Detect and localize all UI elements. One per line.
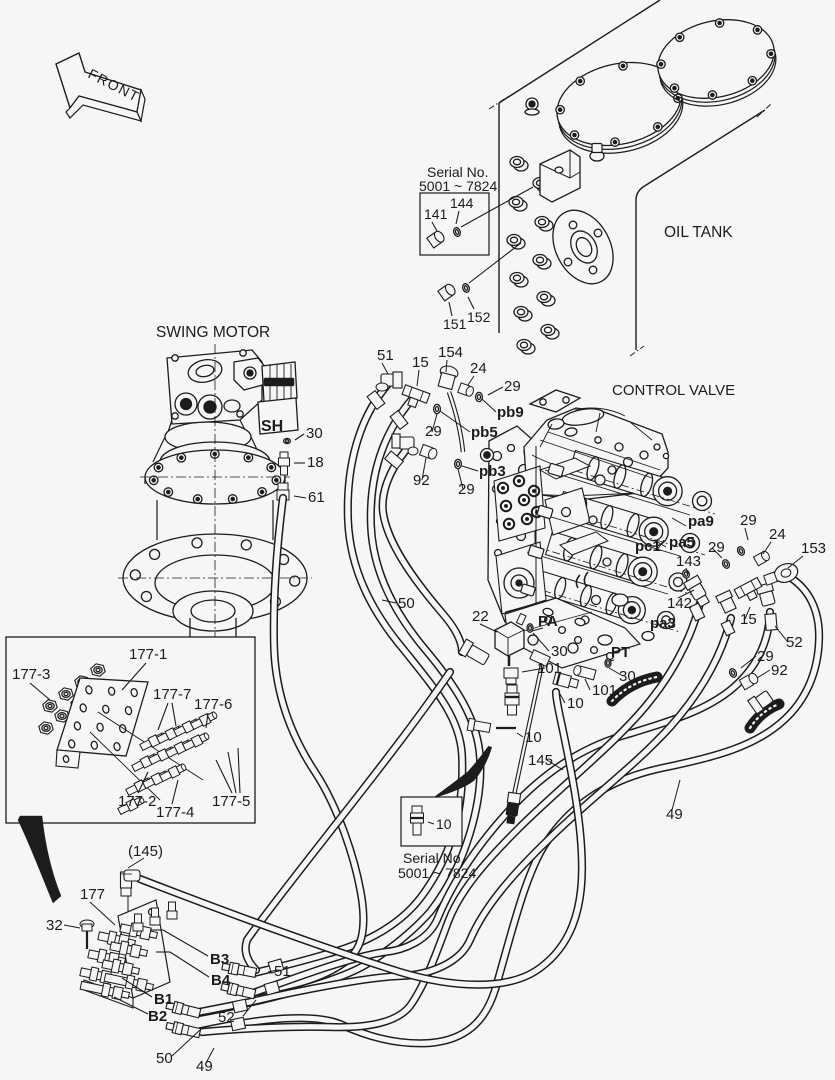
svg-text:92: 92 <box>413 472 430 489</box>
svg-text:29: 29 <box>757 648 774 665</box>
svg-text:pa3: pa3 <box>650 615 676 632</box>
svg-text:pa5: pa5 <box>669 534 695 551</box>
svg-text:B4: B4 <box>211 972 231 989</box>
svg-text:(145): (145) <box>128 843 163 860</box>
svg-text:52: 52 <box>786 634 803 651</box>
svg-text:29: 29 <box>740 512 757 529</box>
svg-text:Serial No.: Serial No. <box>427 164 488 180</box>
svg-text:30: 30 <box>619 668 636 685</box>
svg-text:32: 32 <box>46 917 63 934</box>
svg-text:pa9: pa9 <box>688 513 714 530</box>
svg-text:B2: B2 <box>148 1008 167 1025</box>
svg-text:143: 143 <box>676 553 701 570</box>
svg-text:22: 22 <box>472 608 489 625</box>
svg-text:145: 145 <box>528 752 553 769</box>
svg-text:29: 29 <box>504 378 521 395</box>
svg-text:177-7: 177-7 <box>153 686 191 703</box>
svg-text:153: 153 <box>801 540 826 557</box>
svg-text:30: 30 <box>551 643 568 660</box>
svg-text:177-2: 177-2 <box>118 793 156 810</box>
svg-text:30: 30 <box>306 425 323 442</box>
svg-text:Serial No.: Serial No. <box>403 850 464 866</box>
svg-text:15: 15 <box>740 611 757 628</box>
svg-text:50: 50 <box>398 595 415 612</box>
svg-text:5001 ~ 7824: 5001 ~ 7824 <box>419 178 497 194</box>
svg-text:pb3: pb3 <box>479 463 506 480</box>
svg-text:144: 144 <box>450 195 474 211</box>
svg-text:29: 29 <box>425 423 442 440</box>
svg-text:B3: B3 <box>210 951 229 968</box>
svg-text:pc1: pc1 <box>635 538 661 555</box>
svg-text:18: 18 <box>307 454 324 471</box>
svg-text:OIL TANK: OIL TANK <box>664 224 733 241</box>
svg-text:92: 92 <box>771 662 788 679</box>
svg-text:141: 141 <box>424 206 448 222</box>
svg-text:10: 10 <box>525 729 542 746</box>
svg-text:29: 29 <box>708 539 725 556</box>
svg-text:50: 50 <box>156 1050 173 1067</box>
svg-text:52: 52 <box>218 1009 235 1026</box>
svg-text:CONTROL VALVE: CONTROL VALVE <box>612 382 735 399</box>
svg-text:177-1: 177-1 <box>129 646 167 663</box>
svg-text:51: 51 <box>377 347 394 364</box>
svg-text:177-4: 177-4 <box>156 804 194 821</box>
svg-text:15: 15 <box>412 354 429 371</box>
svg-text:24: 24 <box>470 360 487 377</box>
svg-text:142: 142 <box>667 595 692 612</box>
svg-text:B1: B1 <box>154 991 173 1008</box>
svg-text:pb5: pb5 <box>471 424 498 441</box>
svg-text:SH: SH <box>261 418 283 435</box>
svg-text:154: 154 <box>438 344 463 361</box>
svg-text:177-6: 177-6 <box>194 696 232 713</box>
svg-text:101: 101 <box>592 682 617 699</box>
svg-text:PT: PT <box>611 644 630 661</box>
svg-text:29: 29 <box>458 481 475 498</box>
svg-text:PA: PA <box>538 613 558 630</box>
svg-text:177: 177 <box>80 886 105 903</box>
svg-text:5001 ~ 7824: 5001 ~ 7824 <box>398 865 476 881</box>
svg-text:24: 24 <box>769 526 786 543</box>
svg-text:61: 61 <box>308 489 325 506</box>
svg-text:51: 51 <box>274 963 291 980</box>
svg-text:177-5: 177-5 <box>212 793 250 810</box>
svg-text:101: 101 <box>537 660 562 677</box>
svg-text:pb9: pb9 <box>497 404 524 421</box>
svg-text:10: 10 <box>567 695 584 712</box>
svg-text:177-3: 177-3 <box>12 666 50 683</box>
svg-text:10: 10 <box>436 816 452 832</box>
svg-text:152: 152 <box>467 309 491 325</box>
svg-text:151: 151 <box>443 316 467 332</box>
svg-text:49: 49 <box>196 1058 213 1075</box>
svg-text:SWING MOTOR: SWING MOTOR <box>156 324 270 341</box>
svg-text:49: 49 <box>666 806 683 823</box>
